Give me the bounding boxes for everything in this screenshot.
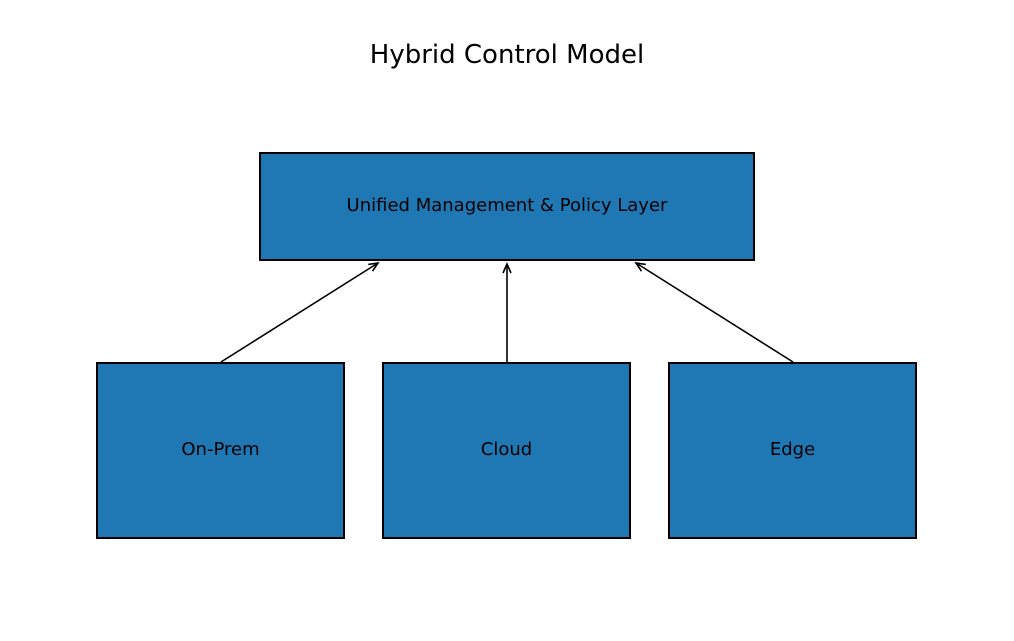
node-label-on-prem: On-Prem xyxy=(181,439,260,461)
node-edge: Edge xyxy=(668,362,917,539)
node-unified-management-policy-layer: Unified Management & Policy Layer xyxy=(259,152,755,261)
node-on-prem: On-Prem xyxy=(96,362,345,539)
node-label-cloud: Cloud xyxy=(480,439,533,461)
arrow-onprem-to-management xyxy=(220,261,380,363)
node-label-edge: Edge xyxy=(769,439,816,461)
node-label-unified-management: Unified Management & Policy Layer xyxy=(346,195,668,217)
diagram-title: Hybrid Control Model xyxy=(369,40,645,70)
node-cloud: Cloud xyxy=(382,362,631,539)
arrow-edge-to-management xyxy=(634,261,794,363)
